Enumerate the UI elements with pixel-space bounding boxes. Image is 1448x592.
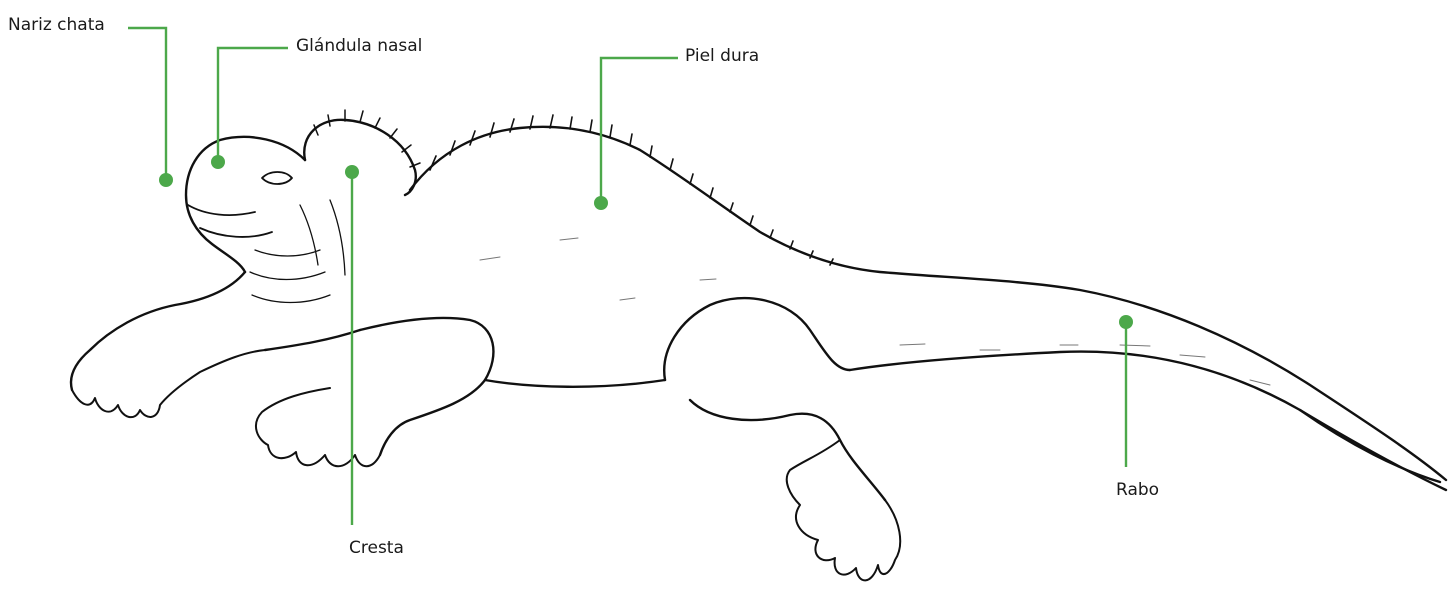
anchor-dots (159, 155, 1133, 329)
label-glandula-nasal: Glándula nasal (296, 36, 422, 56)
front-right-foot (256, 388, 380, 466)
body-texture (480, 238, 1270, 385)
dot-cresta (345, 165, 359, 179)
dot-rabo (1119, 315, 1133, 329)
eye (262, 172, 292, 184)
head-outline (186, 137, 305, 272)
dot-nariz-chata (159, 173, 173, 187)
back-crest-outline (410, 127, 1446, 480)
belly-outline (265, 330, 1446, 490)
chest-outline (71, 272, 245, 390)
front-left-foot (72, 350, 265, 417)
label-rabo: Rabo (1116, 480, 1159, 500)
leader-nariz-chata (128, 28, 166, 180)
head-crest-spikes (314, 110, 420, 167)
label-nariz-chata: Nariz chata (8, 15, 105, 35)
front-right-leg (360, 318, 493, 455)
leader-piel-dura (601, 58, 678, 203)
leader-lines (128, 28, 1126, 525)
iguana-illustration (71, 110, 1446, 580)
neck-folds (250, 200, 345, 303)
leader-glandula-nasal (218, 48, 288, 162)
hind-foot (787, 440, 900, 580)
head-crest-outline (304, 120, 416, 195)
crest-spikes (430, 115, 833, 265)
dot-glandula-nasal (211, 155, 225, 169)
label-piel-dura: Piel dura (685, 46, 759, 66)
tail-tip (1300, 410, 1440, 482)
dot-piel-dura (594, 196, 608, 210)
hind-leg (664, 298, 885, 500)
label-cresta: Cresta (349, 538, 404, 558)
